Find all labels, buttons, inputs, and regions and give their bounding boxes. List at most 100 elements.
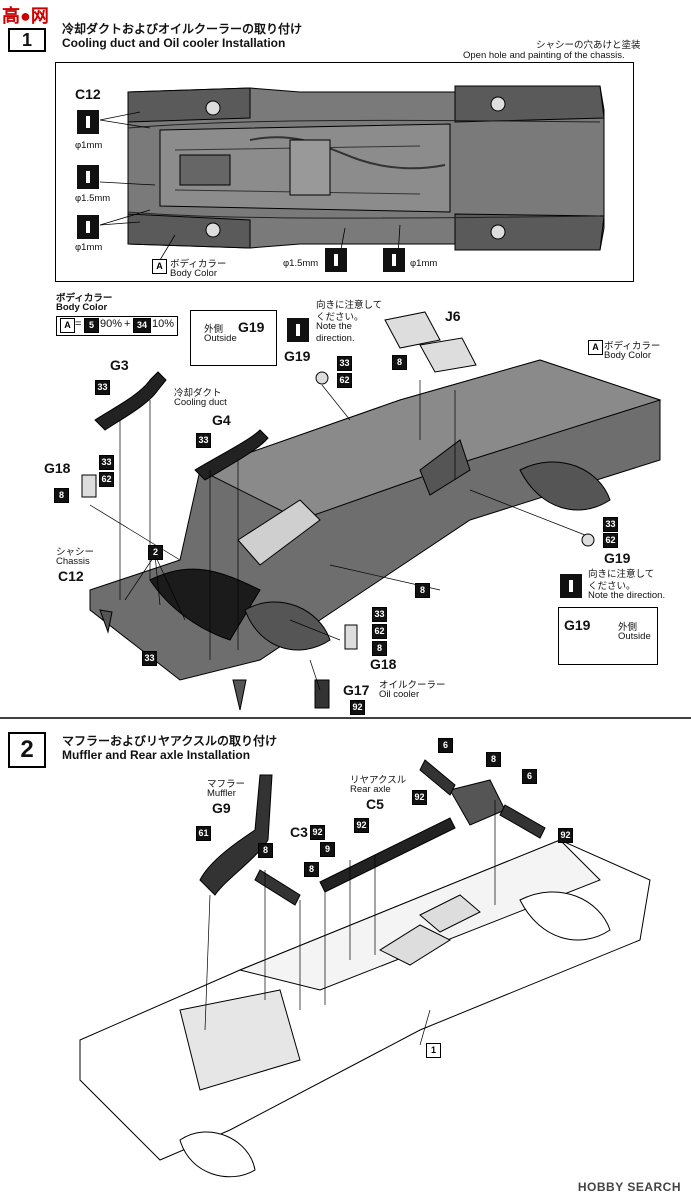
badge-61: 61: [196, 826, 211, 841]
step-2-number: 2: [8, 732, 46, 768]
g19-outside-box-right: [558, 607, 658, 665]
body-color-en-2: Body Color: [604, 350, 651, 361]
badge-62-a: 62: [337, 373, 352, 388]
body-color-badge: A: [152, 259, 167, 274]
chassis-jp: シャシー: [56, 547, 95, 558]
body-color-jp-2: ボディカラー: [604, 341, 661, 352]
drill-1mm-icon-2: [77, 215, 99, 239]
hole-label-3: φ1mm: [75, 242, 103, 253]
badge-8-axle: 8: [486, 752, 501, 767]
direction-jp-2: ください。: [316, 312, 364, 323]
badge-62-g18r: 62: [372, 624, 387, 639]
mix-equals: =: [75, 318, 82, 330]
badge-8-g18: 8: [54, 488, 69, 503]
body-color-badge-2: A: [588, 340, 603, 355]
badge-92-axle-right: 92: [558, 828, 573, 843]
direction-en-1: Note the: [316, 321, 352, 332]
drill-1-5mm-icon: [77, 165, 99, 189]
badge-8-muffler: 8: [258, 843, 273, 858]
c12-label: C12: [58, 568, 84, 584]
badge-33-g4: 33: [196, 433, 211, 448]
hole-leader-lines: [99, 111, 401, 261]
oilcooler-jp: オイルクーラー: [379, 680, 446, 691]
watermark-logo: 高●网: [2, 6, 49, 26]
drill-1mm-icon: [77, 110, 99, 134]
badge-6-left: 6: [438, 738, 453, 753]
badge-1: 1: [426, 1043, 441, 1058]
badge-8-muffler-2: 8: [304, 862, 319, 877]
badge-62-g18: 62: [99, 472, 114, 487]
g18-label-right: G18: [370, 656, 397, 672]
badge-92-axle-left: 92: [412, 790, 427, 805]
badge-92-c3: 92: [310, 825, 325, 840]
badge-8-g18r: 8: [372, 641, 387, 656]
mix-plus: +: [124, 318, 131, 330]
direction-jp-1: 向きに注意して: [316, 300, 383, 311]
step-1-title-jp: 冷却ダクトおよびオイルクーラーの取り付け: [62, 22, 303, 36]
step-2-title-jp: マフラーおよびリヤアクスルの取り付け: [62, 734, 278, 748]
g19-label-right: G19: [604, 550, 631, 566]
caution-icon-2: [560, 574, 582, 598]
mix-34-badge: 34: [133, 318, 151, 333]
badge-8-mid: 8: [415, 583, 430, 598]
g17-label: G17: [343, 682, 370, 698]
chassis-en: Chassis: [56, 556, 90, 567]
direction-jp-4: ください。: [588, 581, 636, 592]
chassis-plan-drawing: [127, 85, 605, 251]
badge-33-g18: 33: [99, 455, 114, 470]
g19-label-box-right: G19: [564, 617, 591, 633]
hole-label-bottom-1: φ1.5mm: [283, 258, 319, 269]
hole-label-2: φ1.5mm: [75, 193, 111, 204]
mix-title-en: Body Color: [56, 302, 108, 313]
hole-label-1: φ1mm: [75, 140, 103, 151]
direction-jp-3: 向きに注意して: [588, 569, 655, 580]
j6-label: J6: [445, 308, 461, 324]
axle-jp: リヤアクスル: [350, 775, 407, 786]
body-color-jp: ボディカラー: [170, 259, 227, 270]
g18-label-left: G18: [44, 460, 71, 476]
watermark-footer: HOBBY SEARCH: [577, 1180, 681, 1194]
badge-33-g3: 33: [95, 380, 110, 395]
badge-9: 9: [320, 842, 335, 857]
outside-en-left: Outside: [204, 333, 237, 344]
chassis-part-label: C12: [75, 86, 101, 102]
g3-label: G3: [110, 357, 129, 373]
step-1-title-en: Cooling duct and Oil cooler Installation: [62, 36, 286, 50]
direction-en-3: Note the direction.: [588, 590, 666, 601]
g19-label-left: G19: [238, 319, 265, 335]
mix-10: 10%: [152, 318, 175, 330]
badge-2: 2: [148, 545, 163, 560]
mix-90: 90%: [100, 318, 123, 330]
outside-jp-left: 外側: [204, 324, 224, 335]
badge-62-right: 62: [603, 533, 618, 548]
hole-label-bottom-2: φ1mm: [410, 258, 438, 269]
outside-en-right: Outside: [618, 631, 651, 642]
duct-jp: 冷却ダクト: [174, 388, 222, 399]
g19-label-top: G19: [284, 348, 311, 364]
muffler-jp: マフラー: [207, 779, 246, 790]
axle-en: Rear axle: [350, 784, 391, 795]
step-2-title-en: Muffler and Rear axle Installation: [62, 748, 251, 762]
g19-outside-box-left: [190, 310, 277, 366]
oilcooler-en: Oil cooler: [379, 689, 420, 700]
badge-33-c12: 33: [142, 651, 157, 666]
badge-33-g18r: 33: [372, 607, 387, 622]
duct-en: Cooling duct: [174, 397, 227, 408]
chassis-note-en: Open hole and painting of the chassis.: [463, 50, 625, 61]
mix-5-badge: 5: [84, 318, 99, 333]
c5-label: C5: [366, 796, 384, 812]
badge-6-right: 6: [522, 769, 537, 784]
chassis-3d-drawing: [89, 359, 662, 711]
outside-jp-right: 外側: [618, 622, 638, 633]
drill-1-5mm-icon-bottom: [325, 248, 347, 272]
g4-label: G4: [212, 412, 231, 428]
body-color-en: Body Color: [170, 268, 217, 279]
step-1-number: 1: [8, 28, 46, 52]
muffler-en: Muffler: [207, 788, 236, 799]
badge-8-j6: 8: [392, 355, 407, 370]
step2-assembly-lines: [204, 800, 496, 1046]
caution-icon: [287, 318, 309, 342]
drill-1mm-icon-bottom: [383, 248, 405, 272]
